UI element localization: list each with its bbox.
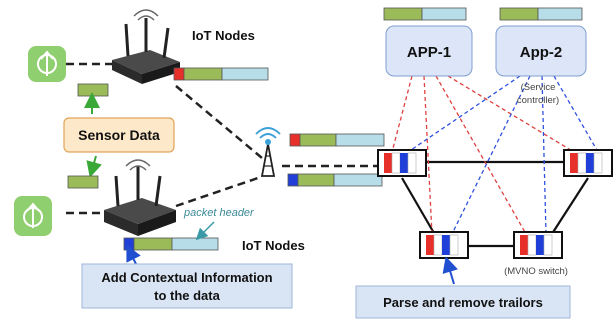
parse-remove-label: Parse and remove trailors xyxy=(383,295,543,310)
switch-4 xyxy=(513,231,563,259)
cell-tower-icon xyxy=(255,127,281,177)
packet-header-label: packet header xyxy=(183,207,255,219)
link-sw2-sw4 xyxy=(547,177,589,241)
packet-tower-bottom xyxy=(287,173,383,187)
parse-arrow xyxy=(442,256,458,285)
arrow-sensor-down xyxy=(86,155,102,178)
packet-app1 xyxy=(383,7,467,21)
sensor-icon-bottom xyxy=(14,196,52,236)
packet-app2 xyxy=(499,7,583,21)
packet-sensor-top xyxy=(77,83,109,97)
packet-sensor-bottom xyxy=(67,175,99,189)
iot-nodes-label-top: IoT Nodes xyxy=(192,28,255,43)
mvno-switch-label: (MVNO switch) xyxy=(504,266,568,277)
control-links-blue xyxy=(407,75,599,235)
packet-router-bottom xyxy=(123,237,219,251)
packet-tower-top xyxy=(289,133,385,147)
app1-box: APP-1 xyxy=(385,25,473,77)
contextual-info-box: Add Contextual Information to the data xyxy=(81,263,293,309)
contextual-line-1: Add Contextual Information xyxy=(101,270,272,285)
switch-2 xyxy=(563,149,613,177)
contextual-line-2: to the data xyxy=(154,288,220,303)
sensor-data-box: Sensor Data xyxy=(63,117,175,153)
packet-router-top xyxy=(173,67,269,81)
app1-label: APP-1 xyxy=(407,44,451,61)
packet-header-arrow xyxy=(195,221,215,241)
sensor-data-label: Sensor Data xyxy=(78,127,160,143)
switch-1 xyxy=(377,149,427,177)
sensor-icon-top xyxy=(28,46,66,82)
app2-label: App-2 xyxy=(520,44,563,61)
iot-nodes-label-bottom: IoT Nodes xyxy=(242,238,305,253)
links-left xyxy=(66,62,382,215)
parse-remove-box: Parse and remove trailors xyxy=(355,285,571,319)
link-router1-tower xyxy=(175,85,263,159)
router-icon-top xyxy=(112,9,180,84)
link-sw1-sw3 xyxy=(401,177,439,241)
router-icon-bottom xyxy=(104,159,176,236)
service-controller-label-1: (Service xyxy=(521,82,556,93)
app2-box: App-2 xyxy=(495,25,587,77)
link-router2-tower xyxy=(175,176,259,208)
switch-3 xyxy=(419,231,469,259)
service-controller-label-2: controller) xyxy=(517,95,559,106)
